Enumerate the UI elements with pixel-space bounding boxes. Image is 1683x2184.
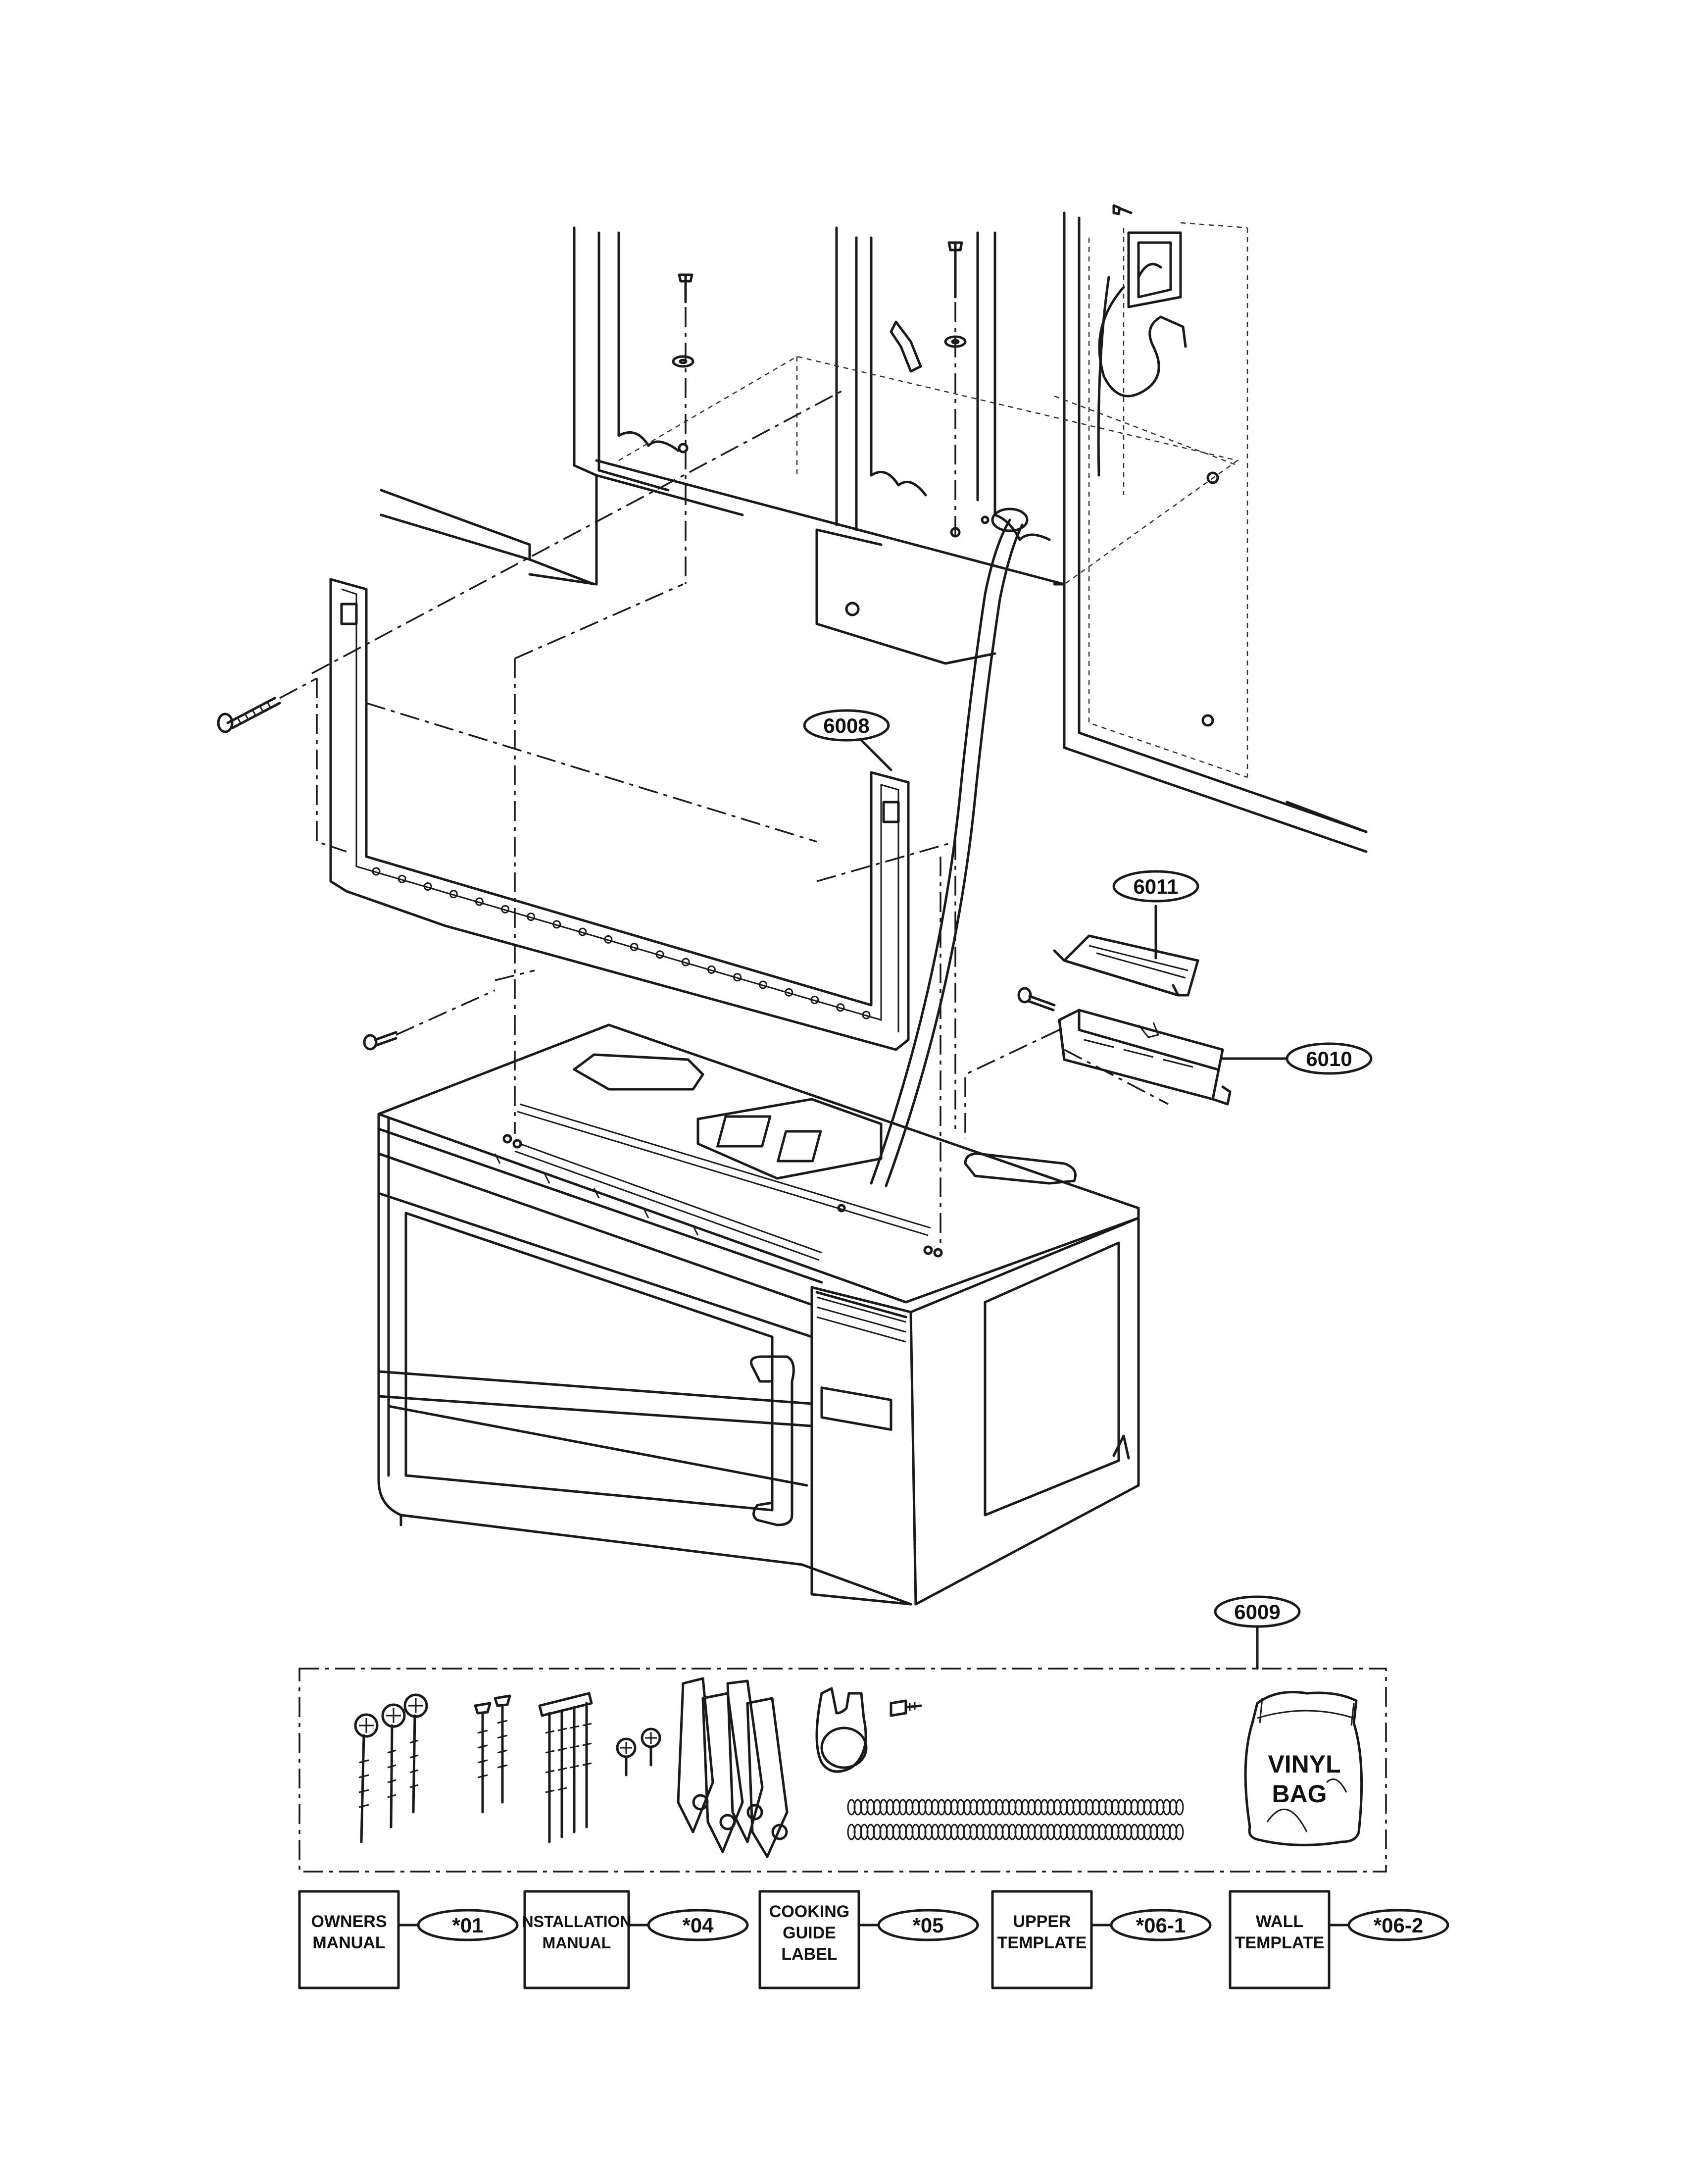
mounting-plate-6008	[311, 390, 956, 1248]
doc-box-installation-manual-line2: MANUAL	[543, 1934, 611, 1952]
plate-hole	[475, 897, 484, 906]
doc-box-wall-template-line2: TEMPLATE	[1235, 1933, 1325, 1952]
doc-box-owners-manual-line2: MANUAL	[312, 1933, 385, 1952]
plate-hole	[604, 935, 613, 944]
doc-box-upper-template-line1: UPPER	[1013, 1912, 1071, 1931]
callout-6011-label: 6011	[1133, 875, 1178, 898]
small-screws	[616, 1727, 661, 1777]
vinyl-bag-line1: VINYL	[1268, 1750, 1340, 1778]
doc-box-wall-template: WALL TEMPLATE *06-2	[1229, 1890, 1449, 1989]
plate-hole	[578, 927, 587, 936]
plate-hole	[810, 995, 819, 1004]
top-mount-screws	[672, 241, 967, 584]
spring-strips	[847, 1799, 1184, 1840]
doc-box-cooking-guide-line3: LABEL	[781, 1945, 837, 1964]
spring-coil	[1175, 1824, 1184, 1840]
plate-hole	[423, 882, 432, 891]
doc-box-wall-template-line1: WALL	[1256, 1912, 1303, 1931]
doc-box-cooking-guide-line1: COOKING	[769, 1902, 849, 1921]
plate-hole	[449, 890, 458, 899]
microwave-oven	[377, 1023, 1140, 1606]
toggle-bolts	[354, 1693, 428, 1843]
doc-box-installation-manual-code: *04	[682, 1914, 714, 1937]
vent-cover-6011	[1053, 905, 1199, 997]
plate-hole	[655, 950, 664, 959]
plate-hole	[552, 920, 561, 929]
doc-box-upper-template: UPPER TEMPLATE *06-1	[991, 1890, 1212, 1989]
callout-6010: 6010	[1286, 1042, 1373, 1075]
doc-box-cooking-guide-code: *05	[912, 1914, 943, 1937]
doc-box-owners-manual-line1: OWNERS	[311, 1912, 387, 1931]
doc-box-installation-manual-line1: NSTALLATION	[522, 1913, 632, 1930]
doc-box-wall-template-code: *06-2	[1374, 1914, 1423, 1937]
doc-box-owners-manual: OWNERS MANUAL *01	[298, 1890, 519, 1989]
doc-box-installation-manual: NSTALLATION MANUAL *04	[522, 1890, 749, 1989]
spring-coil	[1175, 1799, 1184, 1816]
plate-hole	[630, 943, 639, 952]
plate-hole	[397, 874, 406, 883]
doc-box-upper-template-code: *06-1	[1136, 1914, 1186, 1937]
plate-hole	[681, 958, 690, 966]
callout-6008: 6008	[803, 709, 892, 771]
wall-outlet-and-cord	[870, 204, 1248, 1187]
plate-hole	[862, 1011, 871, 1019]
plate-hole	[733, 973, 742, 982]
hardware-kit-6009: VINYL BAG	[298, 1668, 1387, 1873]
long-bolts	[538, 1692, 593, 1843]
plate-bolt-lower	[363, 989, 495, 1051]
upper-cabinets	[380, 211, 1368, 853]
plate-hole	[372, 867, 381, 876]
plate-hole	[527, 913, 536, 921]
plate-hole	[836, 1003, 845, 1012]
wall-bolt-left	[217, 677, 317, 733]
plate-hole	[501, 905, 510, 914]
plate-hole	[707, 965, 716, 974]
cord-clamp	[815, 1687, 922, 1773]
doc-box-upper-template-line2: TEMPLATE	[997, 1933, 1087, 1952]
toggle-wings	[677, 1677, 789, 1858]
wood-screws	[474, 1694, 511, 1814]
callout-6010-label: 6010	[1306, 1047, 1352, 1070]
callout-6009-label: 6009	[1234, 1600, 1280, 1624]
vinyl-bag-line2: BAG	[1272, 1780, 1327, 1808]
vinyl-bag: VINYL BAG	[1244, 1691, 1363, 1846]
callout-6008-label: 6008	[823, 714, 869, 737]
callout-6011: 6011	[1112, 870, 1199, 903]
terminal-box-6010	[964, 987, 1288, 1139]
doc-box-owners-manual-code: *01	[452, 1914, 483, 1937]
plate-hole	[785, 988, 793, 997]
doc-box-cooking-guide-line2: GUIDE	[783, 1924, 836, 1942]
plate-hole	[759, 980, 768, 989]
doc-box-cooking-guide-label: COOKING GUIDE LABEL *05	[758, 1890, 979, 1989]
callout-6009: 6009	[1214, 1595, 1301, 1670]
